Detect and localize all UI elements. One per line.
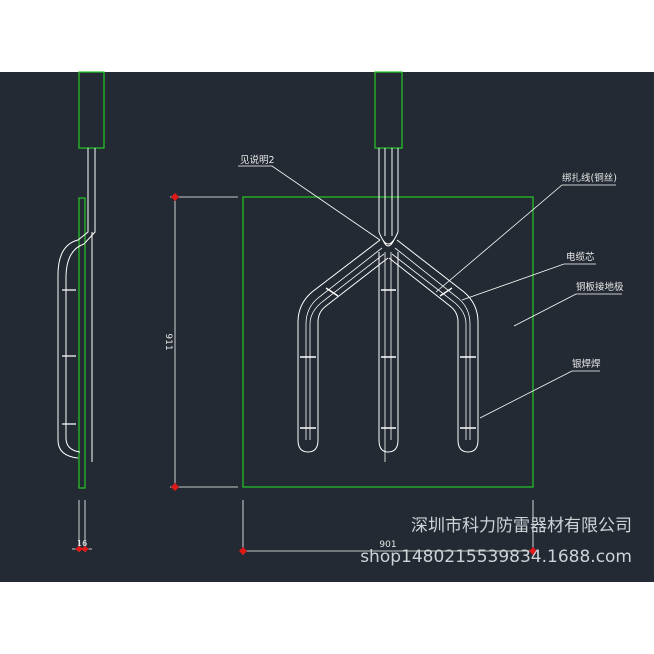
watermark-company: 深圳市科力防雷器材有限公司 [411, 516, 632, 536]
binding-ticks [300, 287, 476, 429]
height-dimension: 911 [163, 193, 238, 491]
dimension-marker [81, 546, 89, 552]
left-wire-branch [297, 239, 389, 453]
dimension-marker [75, 546, 83, 552]
middle-wire-branch [378, 252, 399, 453]
side-view-cable-sheath [78, 71, 105, 149]
side-view-extension-lines [78, 500, 86, 552]
label-silver-solder: 银焊焊 [572, 358, 601, 370]
copper-plate-outline [242, 196, 534, 488]
cad-viewport [0, 72, 654, 582]
side-view-plate-edge [78, 197, 86, 489]
dim-height-label: 911 [163, 333, 173, 350]
dim-width-label: 901 [379, 540, 396, 550]
right-wire-branch [388, 239, 479, 453]
right-wire-branch-inner [391, 247, 471, 440]
watermark-shop-url: shop1480215539834.1688.com [360, 547, 632, 567]
leader-copper-plate [513, 293, 622, 327]
leader-see-note [238, 165, 381, 241]
width-extension-lines [242, 500, 534, 555]
dimension-marker [171, 483, 179, 491]
dim-thickness-label: 16 [77, 539, 87, 548]
annotations: 见说明2 绑扎线(铜丝) 电缆芯 铜板接地极 银焊焊 [238, 154, 624, 419]
dimension-marker [529, 547, 537, 555]
label-binding-wire: 绑扎线(铜丝) [562, 172, 617, 184]
watermark: 深圳市科力防雷器材有限公司 shop1480215539834.1688.com [360, 516, 632, 567]
leader-silver-solder [479, 370, 600, 419]
left-wire-branch-inner [305, 247, 385, 440]
front-view [242, 71, 534, 488]
front-cable-sheath [374, 71, 403, 149]
leader-binding-wire [435, 184, 616, 293]
cable-core-strands [378, 148, 399, 236]
wire-junction [378, 231, 399, 247]
label-cable-core: 电缆芯 [566, 251, 595, 263]
side-view-binding-ticks [62, 289, 76, 425]
side-view-wire [57, 148, 96, 462]
dimension-marker [239, 547, 247, 555]
leader-cable-core [461, 263, 596, 301]
side-view: 16 [57, 71, 105, 552]
dimension-marker [171, 193, 179, 201]
label-see-note: 见说明2 [240, 154, 275, 166]
label-copper-plate: 铜板接地极 [576, 281, 624, 293]
width-dimension: 901 [239, 500, 538, 555]
